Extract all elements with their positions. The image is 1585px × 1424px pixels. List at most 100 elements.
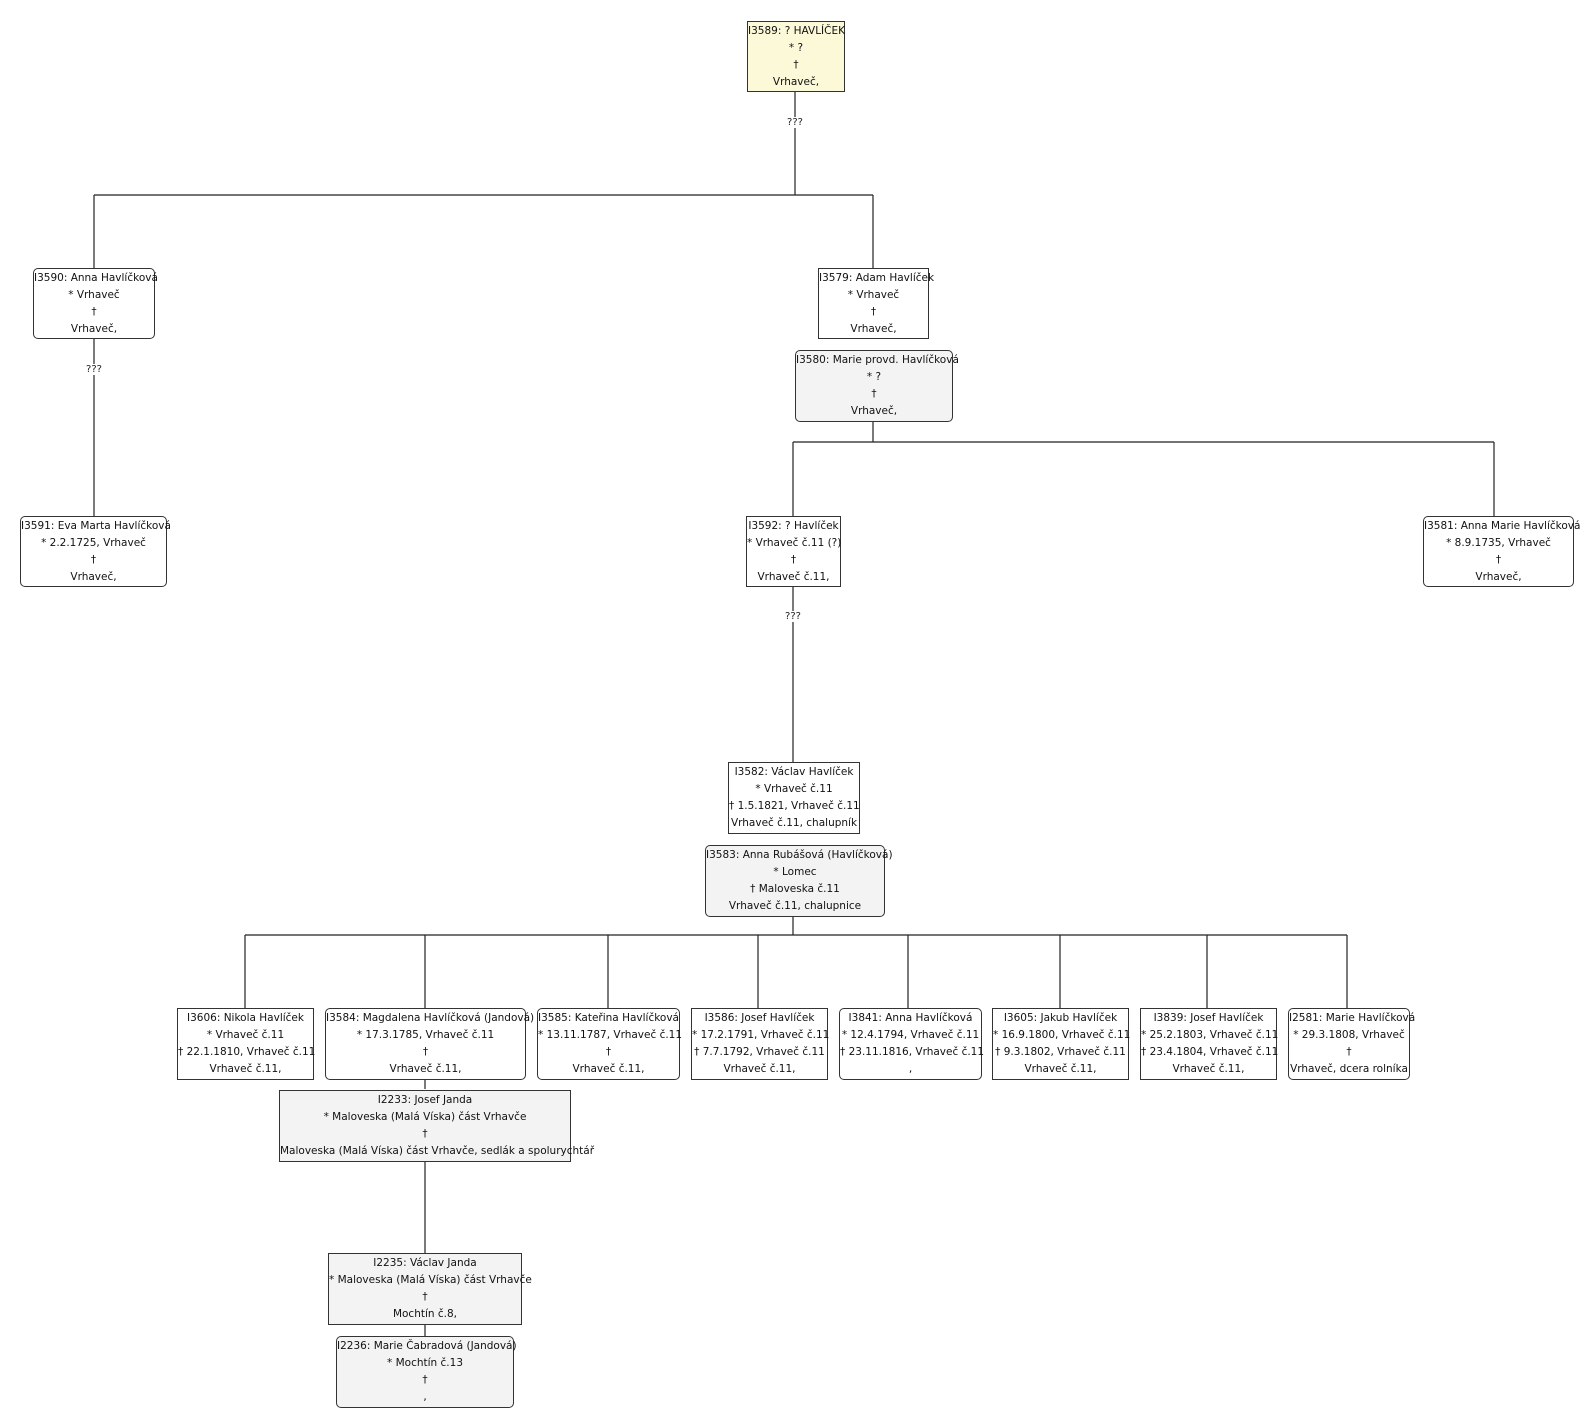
person-title: I3839: Josef Havlíček — [1153, 1012, 1264, 1024]
person-card-I3584[interactable]: I3584: Magdalena Havlíčková (Jandová) * … — [325, 1008, 535, 1080]
person-birth: * 17.2.1791, Vrhaveč č.11 — [692, 1029, 830, 1041]
person-card-I2581[interactable]: I2581: Marie Havlíčková * 29.3.1808, Vrh… — [1288, 1008, 1416, 1080]
person-birth: * 25.2.1803, Vrhaveč č.11 — [1141, 1029, 1279, 1041]
person-card-I2233[interactable]: I2233: Josef Janda * Maloveska (Malá Vís… — [279, 1090, 594, 1162]
person-birth: * Lomec — [773, 866, 817, 878]
person-card-I3839[interactable]: I3839: Josef Havlíček * 25.2.1803, Vrhav… — [1140, 1008, 1279, 1080]
person-birth: * 17.3.1785, Vrhaveč č.11 — [356, 1029, 495, 1041]
person-birth: * ? — [866, 371, 882, 383]
person-birth: * Vrhaveč — [68, 289, 120, 301]
person-residence: Vrhaveč, — [70, 323, 118, 335]
person-card-I3590[interactable]: I3590: Anna Havlíčková * Vrhaveč † Vrhav… — [33, 268, 158, 339]
person-title: I2581: Marie Havlíčková — [1289, 1012, 1416, 1024]
person-residence: Vrhaveč, — [1475, 571, 1522, 583]
person-residence: , — [423, 1391, 427, 1403]
person-card-I2236[interactable]: I2236: Marie Čabradová (Jandová) * Mocht… — [336, 1336, 517, 1408]
person-residence: Vrhaveč č.11, chalupník — [730, 817, 858, 829]
person-death: † 23.11.1816, Vrhaveč č.11 — [840, 1046, 985, 1058]
person-death: † — [605, 1046, 612, 1058]
person-death: † — [790, 554, 797, 566]
person-death: † — [422, 1128, 428, 1140]
unknown-marriage-label: ??? — [783, 611, 803, 622]
person-death: † — [422, 1046, 429, 1058]
person-title: I3605: Jakub Havlíček — [1003, 1012, 1118, 1024]
person-birth: * Mochtín č.13 — [387, 1357, 463, 1369]
person-card-I3579[interactable]: I3579: Adam Havlíček * Vrhaveč † Vrhaveč… — [818, 268, 935, 339]
person-birth: * ? — [788, 42, 804, 54]
person-birth: * Vrhaveč č.11 — [755, 783, 833, 795]
person-residence: Vrhaveč, — [850, 323, 897, 335]
person-death: † — [1495, 554, 1502, 566]
person-card-I3606[interactable]: I3606: Nikola Havlíček * Vrhaveč č.11 † … — [177, 1008, 316, 1080]
person-death: † Maloveska č.11 — [750, 883, 840, 895]
person-residence: Vrhaveč č.11, — [1172, 1063, 1245, 1075]
person-residence: Vrhaveč, — [70, 571, 117, 583]
person-birth: * 12.4.1794, Vrhaveč č.11 — [841, 1029, 980, 1041]
person-residence: Vrhaveč č.11, — [757, 571, 830, 583]
person-title: I3584: Magdalena Havlíčková (Jandová) — [326, 1012, 535, 1024]
person-residence: Mochtín č.8, — [392, 1308, 458, 1320]
person-birth: * 16.9.1800, Vrhaveč č.11 — [993, 1029, 1131, 1041]
person-residence: Vrhaveč č.11, — [723, 1063, 796, 1075]
person-title: I3585: Kateřina Havlíčková — [538, 1012, 679, 1024]
person-title: I3589: ? HAVLÍČEK — [748, 25, 845, 37]
person-death: † 22.1.1810, Vrhaveč č.11 — [178, 1046, 316, 1058]
person-card-I3592[interactable]: I3592: ? Havlíček * Vrhaveč č.11 (?) † V… — [746, 516, 841, 587]
person-card-I3581[interactable]: I3581: Anna Marie Havlíčková * 8.9.1735,… — [1423, 516, 1581, 587]
person-title: I3841: Anna Havlíčková — [848, 1012, 973, 1024]
person-death: † 7.7.1792, Vrhaveč č.11 — [694, 1046, 825, 1058]
person-title: I2235: Václav Janda — [373, 1257, 477, 1269]
person-death: † 9.3.1802, Vrhaveč č.11 — [995, 1046, 1126, 1058]
person-title: I3583: Anna Rubášová (Havlíčková) — [706, 849, 893, 861]
person-residence: Vrhaveč, — [850, 405, 898, 417]
person-death: † — [870, 306, 877, 318]
person-residence: Vrhaveč, dcera rolníka — [1290, 1063, 1408, 1075]
person-death: † — [871, 388, 877, 400]
person-title: I3579: Adam Havlíček — [819, 272, 935, 284]
unknown-marriage-label: ??? — [785, 117, 805, 128]
person-card-I3583[interactable]: I3583: Anna Rubášová (Havlíčková) * Lome… — [705, 845, 893, 917]
person-death: † 1.5.1821, Vrhaveč č.11 — [729, 800, 860, 812]
person-birth: * 13.11.1787, Vrhaveč č.11 — [538, 1029, 683, 1041]
person-card-I3591[interactable]: I3591: Eva Marta Havlíčková * 2.2.1725, … — [20, 516, 171, 587]
person-birth: * Vrhaveč č.11 (?) — [747, 537, 842, 549]
person-title: I3591: Eva Marta Havlíčková — [21, 520, 171, 532]
person-birth: * Vrhaveč — [847, 289, 900, 301]
person-residence: Vrhaveč č.11, — [1024, 1063, 1097, 1075]
person-card-I3841[interactable]: I3841: Anna Havlíčková * 12.4.1794, Vrha… — [839, 1008, 985, 1080]
person-card-I3586[interactable]: I3586: Josef Havlíček * 17.2.1791, Vrhav… — [691, 1008, 830, 1080]
person-card-I3582[interactable]: I3582: Václav Havlíček * Vrhaveč č.11 † … — [728, 762, 860, 834]
person-title: I3581: Anna Marie Havlíčková — [1424, 520, 1581, 532]
person-death: † — [793, 59, 799, 71]
person-death: † 23.4.1804, Vrhaveč č.11 — [1141, 1046, 1279, 1058]
person-residence: Vrhaveč č.11, — [572, 1063, 645, 1075]
person-card-I2235[interactable]: I2235: Václav Janda * Maloveska (Malá Ví… — [328, 1253, 532, 1325]
person-birth: * Vrhaveč č.11 — [206, 1029, 285, 1041]
person-birth: * 8.9.1735, Vrhaveč — [1446, 537, 1551, 549]
person-death: † — [1346, 1046, 1352, 1058]
person-death: † — [90, 554, 97, 566]
person-residence: Vrhaveč č.11, chalupnice — [728, 900, 862, 912]
unknown-marriage-label: ??? — [84, 364, 104, 375]
person-title: I3592: ? Havlíček — [748, 520, 839, 532]
person-birth: * Maloveska (Malá Víska) část Vrhavče — [329, 1274, 532, 1286]
person-title: I3582: Václav Havlíček — [734, 766, 854, 778]
person-death: † — [91, 306, 97, 318]
person-birth: * 29.3.1808, Vrhaveč — [1293, 1029, 1405, 1041]
person-title: I3606: Nikola Havlíček — [187, 1012, 304, 1024]
person-residence: Vrhaveč č.11, — [389, 1063, 462, 1075]
person-title: I2233: Josef Janda — [377, 1094, 473, 1106]
person-card-I3605[interactable]: I3605: Jakub Havlíček * 16.9.1800, Vrhav… — [992, 1008, 1131, 1080]
person-card-I3585[interactable]: I3585: Kateřina Havlíčková * 13.11.1787,… — [537, 1008, 683, 1080]
person-title: I3586: Josef Havlíček — [704, 1012, 815, 1024]
person-residence: Vrhaveč č.11, — [209, 1063, 282, 1075]
person-death: † — [422, 1374, 428, 1386]
person-residence: Vrhaveč, — [772, 76, 820, 88]
person-birth: * Maloveska (Malá Víska) část Vrhavče — [323, 1111, 527, 1123]
person-death: † — [422, 1291, 428, 1303]
person-card-I3580[interactable]: I3580: Marie provd. Havlíčková * ? † Vrh… — [795, 350, 959, 422]
person-title: I2236: Marie Čabradová (Jandová) — [337, 1340, 517, 1352]
person-card-I3589[interactable]: I3589: ? HAVLÍČEK * ? † Vrhaveč, — [747, 21, 845, 92]
person-title: I3590: Anna Havlíčková — [34, 272, 158, 284]
